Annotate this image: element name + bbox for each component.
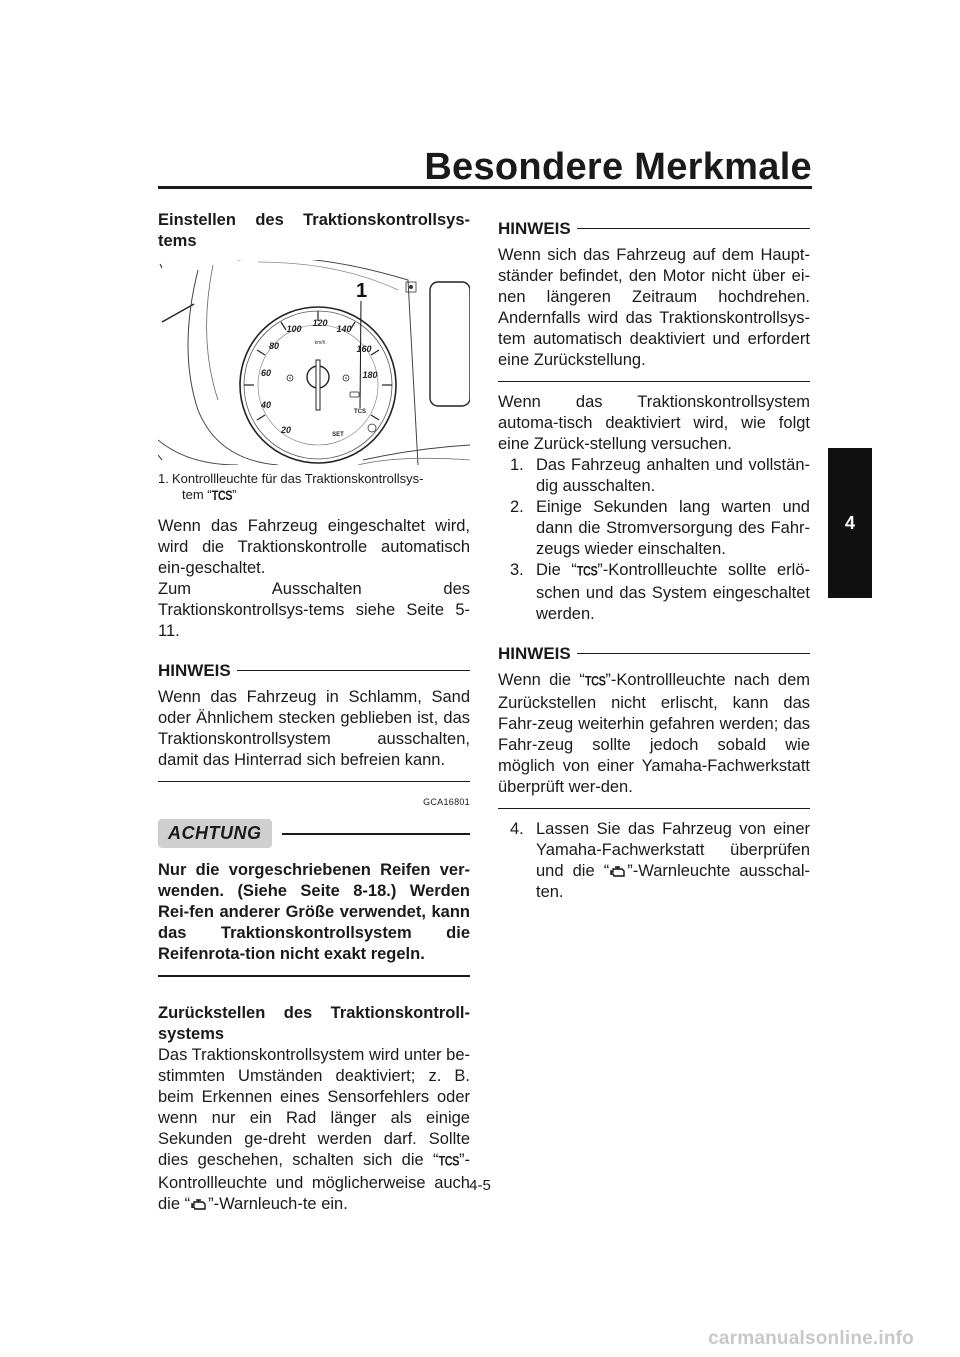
steps-list: 1.Das Fahrzeug anhalten und vollstän-dig… [498,455,810,625]
hinweis-text: Wenn die “TCS”-Kontrollleuchte nach dem … [498,671,810,796]
list-item: 4.Lassen Sie das Fahrzeug von einer Yama… [510,820,810,901]
gauge-number: 160 [356,344,371,354]
engine-warning-icon [191,1199,206,1210]
caption-number: 1. [158,471,169,486]
achtung-end-rule [158,975,470,977]
hinweis-label: HINWEIS [498,644,571,663]
right-column: HINWEIS Wenn sich das Fahrzeug auf dem H… [498,210,810,903]
tcs-icon: TCS [576,564,598,580]
paragraph: Das Traktionskontrollsystem wird unter b… [158,1046,470,1213]
paragraph: Wenn das Fahrzeug eingeschaltet wird, wi… [158,517,470,577]
warning-icon [367,423,377,433]
gauge-number: 60 [261,368,271,378]
achtung-label: ACHTUNG [158,819,272,848]
figure-caption: 1.Kontrollleuchte für das Traktionskontr… [158,471,470,504]
gauge-number: 180 [362,370,377,380]
speedometer-illustration: 20 40 60 80 100 120 140 160 180 km/h TCS [158,260,470,465]
hinweis-header: HINWEIS [158,660,470,681]
section-heading-zurueckstellen: Zurückstellen des Traktionskontroll-syst… [158,1004,470,1043]
speedometer-figure: 20 40 60 80 100 120 140 160 180 km/h TCS [158,260,470,465]
hinweis-end-rule [498,381,810,382]
hinweis-label: HINWEIS [498,219,571,238]
callout-number: 1 [356,280,367,302]
list-item: 3.Die “TCS”-Kontrollleuchte sollte erlö-… [510,561,810,623]
hinweis-end-rule [158,781,470,782]
gauge-number: 20 [280,425,291,435]
section-heading-einstellen: Einstellen des Traktionskontrollsys-tems [158,211,470,250]
paragraph: Wenn das Traktionskontrollsystem automa-… [498,393,810,453]
caption-text-cont: tem “ [182,487,212,502]
hinweis-text: Wenn sich das Fahrzeug auf dem Haupt-stä… [498,246,810,369]
page-number: 4-5 [469,1177,491,1194]
title-rule [158,186,812,189]
gauge-number: 140 [336,324,351,334]
hinweis-header: HINWEIS [498,643,810,664]
paragraph: Zum Ausschalten des Traktionskontrollsys… [158,580,470,640]
achtung-text: Nur die vorgeschriebenen Reifen ver-wend… [158,861,470,963]
engine-warning-icon [610,866,625,877]
hinweis-end-rule [498,808,810,809]
hinweis-header: HINWEIS [498,218,810,239]
gauge-number: 80 [269,341,279,351]
tcs-icon: TCS [354,409,366,415]
caption-text: Kontrollleuchte für das Traktionskontrol… [172,471,424,486]
gauge-unit: km/h [315,340,326,346]
warning-code: GCA16801 [423,797,470,807]
gauge-number: 100 [286,324,301,334]
list-item: 1.Das Fahrzeug anhalten und vollstän-dig… [510,456,810,495]
gauge-number: 120 [312,318,327,328]
hinweis-text: Wenn das Fahrzeug in Schlamm, Sand oder … [158,688,470,769]
set-label: SET [332,432,344,438]
steps-list-cont: 4.Lassen Sie das Fahrzeug von einer Yama… [498,819,810,903]
tcs-icon: TCS [584,674,606,690]
watermark: carmanualsonline.info [708,1328,914,1349]
indicator-icon [349,391,360,398]
tcs-icon: TCS [438,1154,460,1170]
page-title: Besondere Merkmale [424,146,812,188]
caption-text-end: ” [232,487,237,502]
tcs-icon: TCS [211,488,233,504]
chapter-tab: 4 [828,448,872,598]
left-column: Einstellen des Traktionskontrollsys-tems [158,210,470,1215]
hinweis-label: HINWEIS [158,661,231,680]
gauge-number: 40 [260,400,271,410]
list-item: 2.Einige Sekunden lang warten und dann d… [510,498,810,558]
achtung-header: ACHTUNG [158,819,470,848]
